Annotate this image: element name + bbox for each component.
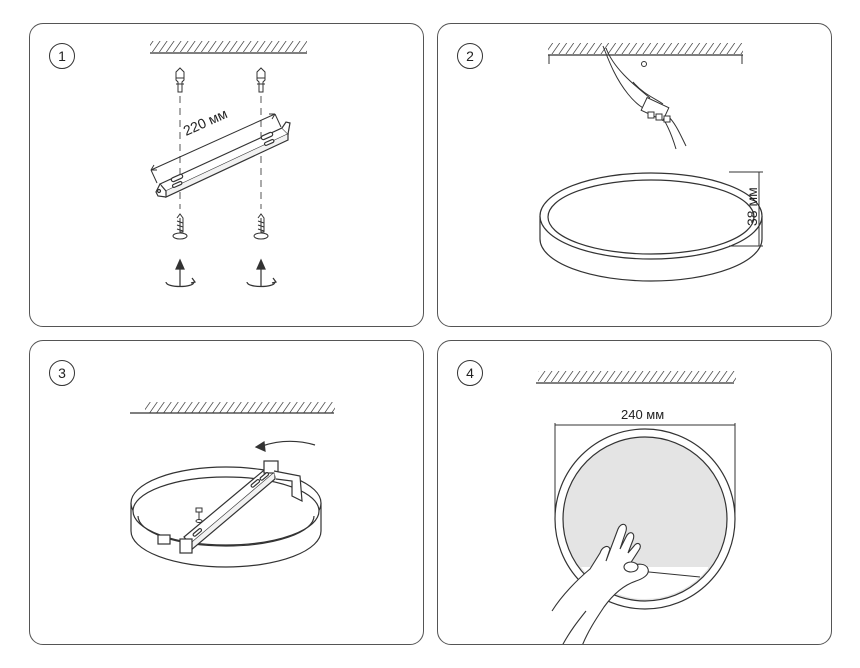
screw-in-arrow-left (165, 258, 197, 288)
height-dimension (729, 171, 763, 247)
step-number-badge: 1 (49, 43, 75, 69)
wall-plug-left (175, 67, 185, 93)
step-number-badge: 4 (457, 360, 483, 386)
terminal-block (640, 96, 671, 123)
screw-small (195, 507, 203, 523)
screw-right (253, 213, 269, 240)
hand-icon (551, 523, 649, 644)
step-number-badge: 2 (457, 43, 483, 69)
screw-left (172, 213, 188, 240)
side-clip-right (273, 470, 303, 503)
guide-lines (179, 96, 262, 209)
bracket-dimension (150, 113, 282, 184)
screw-in-arrow-right (246, 258, 278, 288)
ceiling-hatch (536, 371, 736, 384)
wall-plug-right (256, 67, 266, 93)
step-4-panel: 4 240 мм (437, 340, 832, 645)
step-2-illustration: 38 мм (539, 43, 763, 282)
width-dimension (554, 423, 736, 516)
ceiling-hatch (130, 402, 335, 414)
step-4-illustration: 240 мм (536, 371, 736, 644)
rotation-arrow (254, 440, 316, 452)
bracket-length-label: 220 мм (181, 105, 230, 139)
step-number-badge: 3 (49, 360, 75, 386)
step-1-panel: 1 (29, 23, 424, 327)
step-1-illustration: 220 мм (150, 41, 307, 288)
mounting-bracket (179, 460, 279, 554)
step-3-illustration (130, 402, 335, 568)
ceiling-hatch (548, 43, 743, 64)
electrical-wires (602, 45, 687, 150)
lamp-height-label: 38 мм (744, 187, 760, 226)
mounting-bracket (155, 121, 291, 198)
step-2-panel: 2 (437, 23, 832, 327)
round-lamp (539, 172, 763, 282)
ceiling-hatch (150, 41, 307, 54)
step-3-panel: 3 (29, 340, 424, 645)
side-clip-left (157, 534, 171, 545)
lamp-diameter-label: 240 мм (621, 407, 664, 422)
